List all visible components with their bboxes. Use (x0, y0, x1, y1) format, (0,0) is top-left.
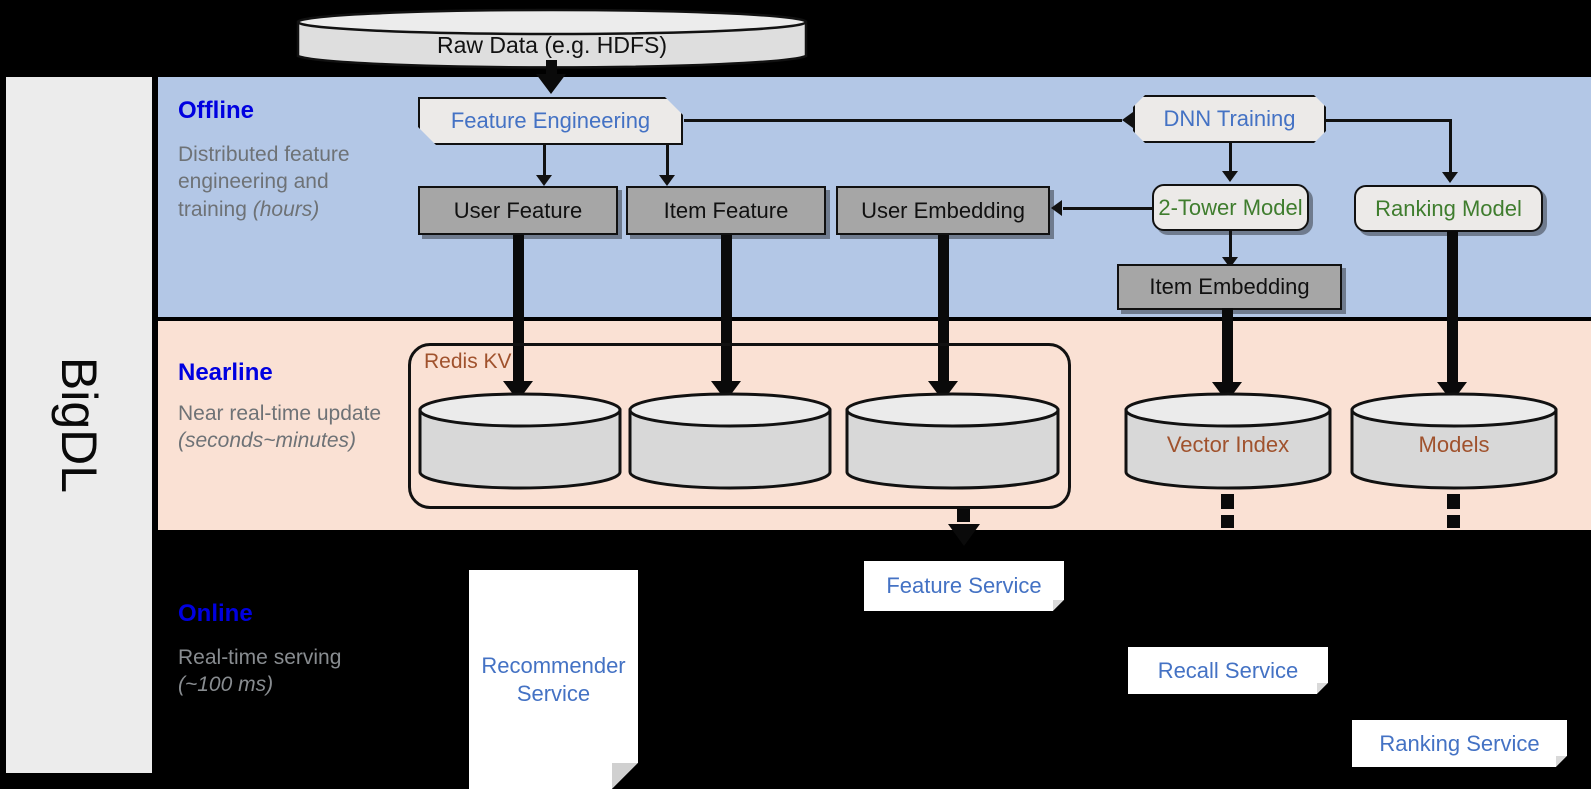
arrowhead-fe-to-dnn (1122, 112, 1133, 128)
node-ranking-model[interactable]: Ranking Model (1354, 185, 1543, 232)
node-ranking-service[interactable]: Ranking Service (1352, 720, 1567, 767)
models-label: Models (1418, 432, 1490, 457)
line-dnn-to-twotower (1229, 143, 1232, 173)
dash-models-1 (1447, 494, 1460, 509)
node-dnn-training[interactable]: DNN Training (1133, 95, 1326, 143)
node-item-embedding[interactable]: Item Embedding (1117, 264, 1342, 310)
band-subtitle-nearline: Near real-time update (seconds~minutes) (178, 400, 393, 455)
node-recommender-service[interactable]: Recommender Service (469, 570, 638, 789)
online-sub-text: Real-time serving (178, 646, 342, 669)
dash-redis-featureservice-head (948, 524, 980, 546)
recall-service-fold-icon (1317, 683, 1328, 694)
raw-data-label: Raw Data (e.g. HDFS) (436, 32, 668, 58)
node-item-feature[interactable]: Item Feature (626, 186, 826, 235)
cylinder-models[interactable]: Models (1350, 390, 1558, 492)
line-fe-to-itemfeature (666, 145, 669, 177)
nearline-sub-em: (seconds~minutes) (178, 429, 356, 453)
dash-models-2 (1447, 515, 1460, 528)
fat-arrow-rankingmodel-shaft (1447, 231, 1458, 386)
raw-data-cylinder: Raw Data (e.g. HDFS) (296, 8, 808, 75)
online-sub-em: (~100 ms) (178, 673, 274, 697)
recommender-service-label: Recommender Service (481, 653, 626, 706)
arrow-rawdata-fe-shaft (546, 60, 557, 76)
arrowhead-dnn-to-twotower (1222, 171, 1238, 182)
bigdl-sidebar: BigDL (6, 77, 152, 773)
user-feature-label: User Feature (453, 197, 583, 223)
dash-redis-featureservice-1 (957, 509, 970, 522)
node-feature-service[interactable]: Feature Service (864, 561, 1064, 611)
cylinder-user-embedding-store[interactable] (845, 390, 1060, 492)
bigdl-label: BigDL (51, 356, 107, 494)
ranking-model-label: Ranking Model (1375, 195, 1522, 221)
feature-engineering-label: Feature Engineering (450, 108, 651, 134)
fat-arrow-itemembedding-shaft (1222, 308, 1233, 386)
user-embedding-label: User Embedding (861, 197, 1025, 223)
arrow-rawdata-fe-head (536, 74, 566, 94)
arrowhead-twotower-to-userembedding (1051, 200, 1062, 216)
node-user-embedding[interactable]: User Embedding (836, 186, 1050, 235)
node-two-tower-model[interactable]: 2-Tower Model (1152, 184, 1309, 231)
vector-index-label: Vector Index (1166, 432, 1290, 457)
node-recall-service[interactable]: Recall Service (1128, 647, 1328, 694)
arrowhead-fe-to-itemfeature (659, 175, 675, 186)
line-dnn-to-ranking-v (1449, 119, 1452, 174)
line-fe-to-userfeature (543, 145, 546, 177)
item-embedding-label: Item Embedding (1149, 274, 1310, 300)
line-dnn-to-ranking-h (1326, 119, 1451, 122)
fat-arrow-itemfeature-shaft (721, 235, 732, 385)
feature-service-fold-icon (1053, 600, 1064, 611)
dash-vectorindex-2 (1221, 515, 1234, 528)
cylinder-vector-index[interactable]: Vector Index (1124, 390, 1332, 492)
nearline-sub-text: Near real-time update (178, 402, 382, 425)
node-user-feature[interactable]: User Feature (418, 186, 618, 235)
node-feature-engineering[interactable]: Feature Engineering (418, 97, 683, 145)
band-title-offline: Offline (178, 97, 254, 124)
band-title-nearline: Nearline (178, 359, 273, 386)
band-subtitle-online: Real-time serving (~100 ms) (178, 644, 393, 699)
arrowhead-fe-to-userfeature (536, 175, 552, 186)
cylinder-user-feature-store[interactable] (418, 390, 622, 492)
two-tower-model-label: 2-Tower Model (1158, 194, 1303, 220)
redis-kv-container (408, 343, 1071, 509)
ranking-service-label: Ranking Service (1379, 730, 1540, 756)
offline-sub-text: Distributed feature engineering and trai… (178, 143, 350, 221)
fat-arrow-userembedding-shaft (938, 235, 949, 385)
cylinder-item-feature-store[interactable] (628, 390, 832, 492)
redis-kv-label: Redis KV (424, 350, 512, 373)
line-twotower-to-userembedding (1063, 207, 1154, 210)
ranking-service-fold-icon (1556, 756, 1567, 767)
fat-arrow-userfeature-shaft (513, 235, 524, 385)
band-title-online: Online (178, 600, 253, 627)
recall-service-label: Recall Service (1157, 657, 1299, 683)
item-feature-label: Item Feature (663, 197, 789, 223)
dnn-training-label: DNN Training (1163, 106, 1296, 132)
line-twotower-to-itemembedding (1229, 231, 1232, 259)
arrowhead-twotower-to-itemembedding (1222, 257, 1238, 268)
dash-vectorindex-1 (1221, 494, 1234, 509)
offline-sub-em: (hours) (252, 197, 320, 221)
line-fe-to-dnn (684, 119, 1122, 122)
band-subtitle-offline: Distributed feature engineering and trai… (178, 141, 393, 223)
arrowhead-dnn-to-ranking (1442, 172, 1458, 183)
feature-service-label: Feature Service (886, 573, 1042, 599)
